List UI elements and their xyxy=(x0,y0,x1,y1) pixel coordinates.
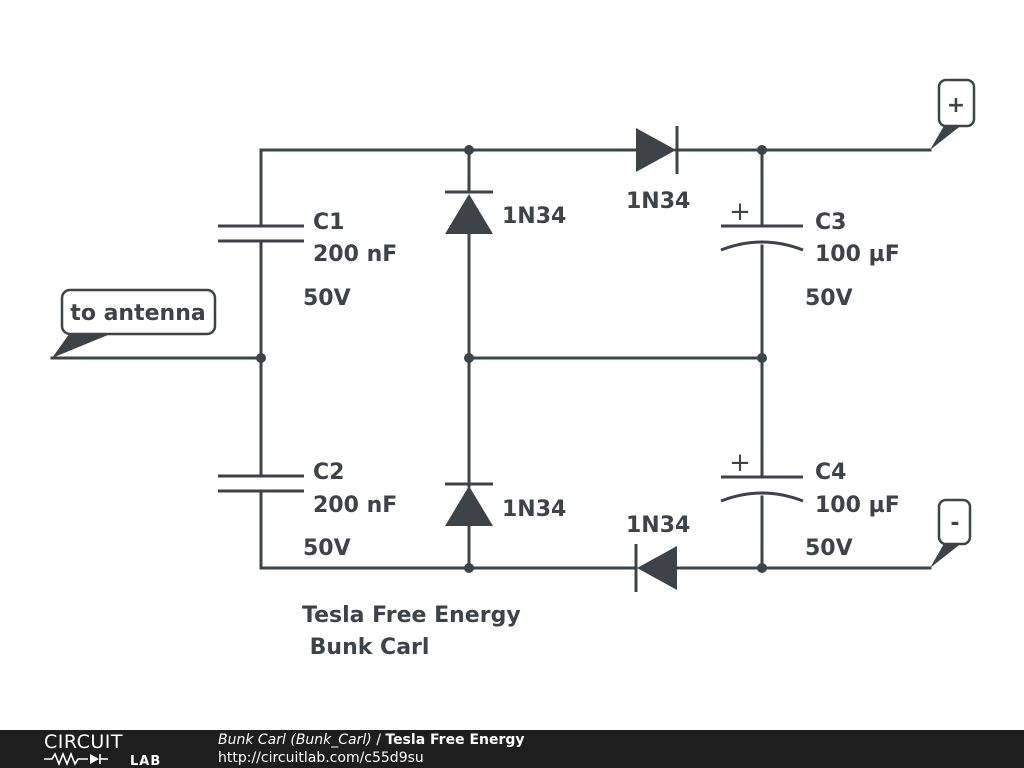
junction-dot xyxy=(464,145,474,155)
c1-value: 200 nF xyxy=(313,242,397,267)
logo-top-text: CIRCUIT xyxy=(44,732,123,753)
circuitlab-logo[interactable]: CIRCUIT LAB xyxy=(44,732,174,766)
junction-dot xyxy=(757,145,767,155)
diode-bottom-vertical-label: 1N34 xyxy=(502,497,566,522)
antenna-port-label: to antenna xyxy=(70,301,205,326)
diagram-title-line1: Tesla Free Energy xyxy=(302,603,521,628)
plus-port-label: + xyxy=(947,93,965,118)
c2-name: C2 xyxy=(313,460,344,485)
diode-top-vertical xyxy=(445,190,493,234)
diode-top-horizontal-label: 1N34 xyxy=(626,189,690,214)
capacitor-c3 xyxy=(720,224,804,252)
diode-bottom-vertical xyxy=(445,482,493,526)
port-minus: - xyxy=(930,498,972,568)
junction-dot xyxy=(757,563,767,573)
c3-polarity-mark: + xyxy=(729,197,751,227)
port-plus: + xyxy=(930,78,976,150)
c4-rating: 50V xyxy=(805,536,853,561)
c4-polarity-mark: + xyxy=(729,448,751,478)
c3-rating: 50V xyxy=(805,286,853,311)
diode-bottom-horizontal xyxy=(634,544,677,592)
c1-name: C1 xyxy=(313,210,344,235)
c3-name: C3 xyxy=(815,210,846,235)
resistor-icon xyxy=(44,751,88,766)
port-antenna: to antenna xyxy=(52,288,217,358)
c2-rating: 50V xyxy=(303,536,351,561)
minus-port-label: - xyxy=(950,511,959,536)
c3-value: 100 µF xyxy=(815,242,900,267)
diode-icon xyxy=(90,754,99,764)
author-link[interactable]: Bunk Carl (Bunk_Carl) xyxy=(218,732,372,748)
c4-value: 100 µF xyxy=(815,493,900,518)
junction-dot xyxy=(464,563,474,573)
diode-top-vertical-label: 1N34 xyxy=(502,204,566,229)
footer-bar: CIRCUIT LAB Bunk Carl (Bunk_Carl) / Tesl… xyxy=(0,730,1024,768)
diagram-title-line2: Bunk Carl xyxy=(302,635,429,660)
c4-name: C4 xyxy=(815,460,846,485)
project-link[interactable]: Tesla Free Energy xyxy=(385,732,525,748)
junction-dot xyxy=(464,353,474,363)
footer-separator: / xyxy=(371,732,386,748)
footer-url[interactable]: http://circuitlab.com/c55d9su xyxy=(218,750,424,766)
c2-value: 200 nF xyxy=(313,493,397,518)
diode-top-horizontal xyxy=(636,126,679,174)
diode-bottom-horizontal-label: 1N34 xyxy=(626,513,690,538)
footer-attribution: Bunk Carl (Bunk_Carl) / Tesla Free Energ… xyxy=(218,732,525,748)
junction-dot xyxy=(256,353,266,363)
c1-rating: 50V xyxy=(303,286,351,311)
capacitor-c1 xyxy=(218,224,304,243)
junctions xyxy=(256,145,767,573)
junction-dot xyxy=(757,353,767,363)
schematic-diagram: to antenna + - + + C1 200 nF 50V C2 200 … xyxy=(50,78,976,660)
wires xyxy=(50,148,932,570)
capacitor-c4 xyxy=(720,475,804,503)
capacitor-c2 xyxy=(218,474,304,493)
logo-bottom-text: LAB xyxy=(130,754,161,766)
